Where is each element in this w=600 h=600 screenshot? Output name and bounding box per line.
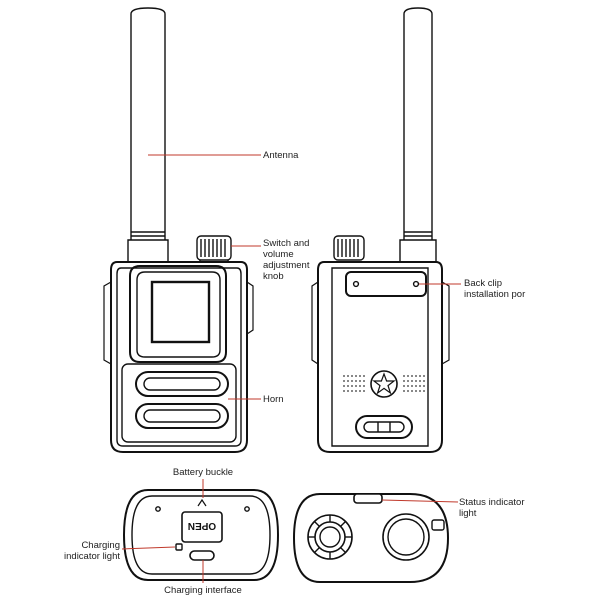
charging-interface-label: Charging interface bbox=[164, 585, 242, 596]
front-view bbox=[103, 7, 254, 453]
horn-label: Horn bbox=[263, 394, 284, 405]
open-text: OPEN bbox=[188, 520, 216, 531]
antenna-label: Antenna bbox=[263, 150, 299, 161]
charging-indicator-light bbox=[175, 543, 183, 551]
back-clip-label: Back clip installation por bbox=[464, 278, 526, 300]
charging-port bbox=[189, 550, 215, 561]
top-knob bbox=[307, 514, 353, 560]
charging-indicator-label: Charging indicator light bbox=[64, 540, 120, 562]
leader-lines bbox=[121, 154, 461, 583]
status-indicator-label: Status indicator light bbox=[459, 497, 525, 519]
battery-buckle: OPEN bbox=[181, 498, 223, 543]
back-volume-knob bbox=[333, 235, 365, 261]
battery-buckle-label: Battery buckle bbox=[172, 467, 234, 478]
front-antenna bbox=[130, 7, 166, 240]
front-screen bbox=[150, 280, 211, 344]
back-view bbox=[311, 7, 450, 453]
speaker-holes bbox=[343, 375, 425, 392]
top-view bbox=[292, 493, 450, 583]
back-body bbox=[317, 261, 443, 453]
back-bottom-button bbox=[355, 415, 413, 439]
star-badge bbox=[370, 370, 398, 398]
top-antenna-base bbox=[382, 513, 430, 561]
status-indicator-light bbox=[353, 493, 383, 504]
switch-knob-label: Switch and volume adjustment knob bbox=[263, 238, 310, 282]
back-antenna bbox=[403, 7, 433, 240]
bottom-view: OPEN bbox=[122, 489, 280, 581]
horn-grille bbox=[135, 371, 229, 429]
